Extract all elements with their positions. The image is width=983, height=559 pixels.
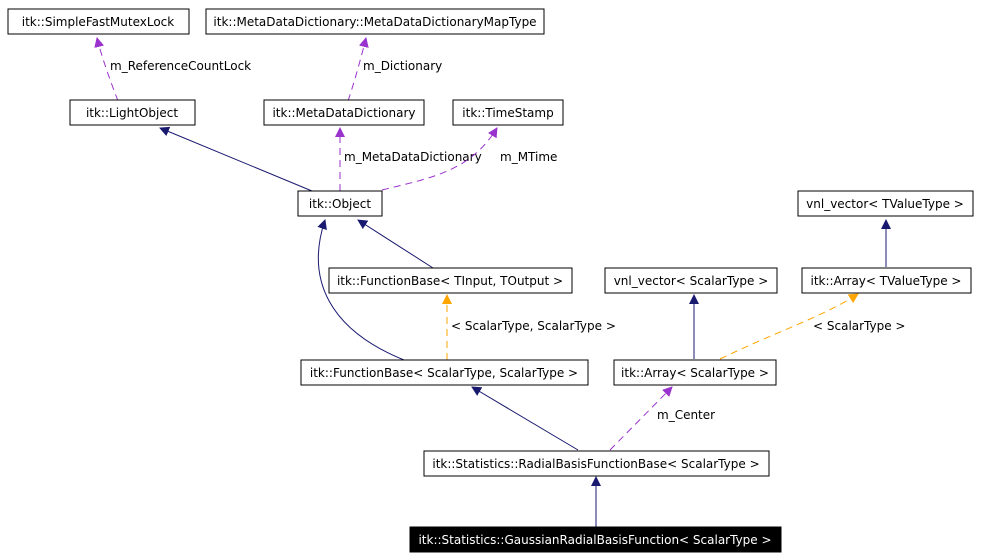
node-array-tvaluetype[interactable]: itk::Array< TValueType > xyxy=(801,267,972,294)
node-object[interactable]: itk::Object xyxy=(297,190,383,217)
node-functionbase-tinput-toutput[interactable]: itk::FunctionBase< TInput, TOutput > xyxy=(328,267,573,294)
node-light-object[interactable]: itk::LightObject xyxy=(69,99,196,126)
node-metadatadictionary-map-type[interactable]: itk::MetaDataDictionary::MetaDataDiction… xyxy=(205,8,545,35)
node-label: vnl_vector< ScalarType > xyxy=(614,274,769,288)
node-label: itk::MetaDataDictionary::MetaDataDiction… xyxy=(213,15,536,29)
node-label: itk::FunctionBase< ScalarType, ScalarTyp… xyxy=(310,366,578,380)
node-label: itk::Statistics::GaussianRadialBasisFunc… xyxy=(418,533,771,547)
edge-rbf-funcbase xyxy=(471,386,579,451)
node-label: itk::MetaDataDictionary xyxy=(272,106,415,120)
node-label: itk::Object xyxy=(309,197,371,211)
edge-center xyxy=(609,386,673,451)
node-radial-basis-function-base[interactable]: itk::Statistics::RadialBasisFunctionBase… xyxy=(423,450,770,477)
edge-mtime xyxy=(381,127,498,191)
label-template-funcbase: < ScalarType, ScalarType > xyxy=(451,319,616,333)
edge-dictionary xyxy=(347,37,369,102)
node-functionbase-scalartype[interactable]: itk::FunctionBase< ScalarType, ScalarTyp… xyxy=(300,359,589,386)
node-vnl-vector-tvaluetype[interactable]: vnl_vector< TValueType > xyxy=(797,190,974,217)
label-center: m_Center xyxy=(657,408,715,422)
label-refcountlock: m_ReferenceCountLock xyxy=(110,59,251,73)
label-template-array: < ScalarType > xyxy=(813,319,906,333)
node-label: itk::TimeStamp xyxy=(462,106,553,120)
node-label: itk::Statistics::RadialBasisFunctionBase… xyxy=(432,457,759,471)
node-time-stamp[interactable]: itk::TimeStamp xyxy=(452,99,564,126)
node-gaussian-radial-basis-function[interactable]: itk::Statistics::GaussianRadialBasisFunc… xyxy=(409,526,782,553)
label-mtime: m_MTime xyxy=(500,150,557,164)
node-label: vnl_vector< TValueType > xyxy=(806,197,964,211)
node-metadatadictionary[interactable]: itk::MetaDataDictionary xyxy=(263,99,425,126)
label-metadatadictionary: m_MetaDataDictionary xyxy=(344,150,482,164)
edge-functemplate-object xyxy=(357,219,434,269)
edge-object-lightobject xyxy=(159,126,313,192)
edge-template-array xyxy=(719,293,859,360)
node-label: itk::Array< TValueType > xyxy=(811,274,962,288)
node-array-scalartype[interactable]: itk::Array< ScalarType > xyxy=(613,359,777,386)
label-dictionary: m_Dictionary xyxy=(363,59,442,73)
node-label: itk::FunctionBase< TInput, TOutput > xyxy=(337,274,563,288)
node-label: itk::Array< ScalarType > xyxy=(621,366,769,380)
node-vnl-vector-scalartype[interactable]: vnl_vector< ScalarType > xyxy=(604,267,778,294)
node-simple-fast-mutex-lock[interactable]: itk::SimpleFastMutexLock xyxy=(7,8,190,35)
node-label: itk::SimpleFastMutexLock xyxy=(22,15,175,29)
node-label: itk::LightObject xyxy=(86,106,178,120)
edge-funcscalar-object xyxy=(317,219,405,361)
edge-refcountlock xyxy=(94,37,119,102)
